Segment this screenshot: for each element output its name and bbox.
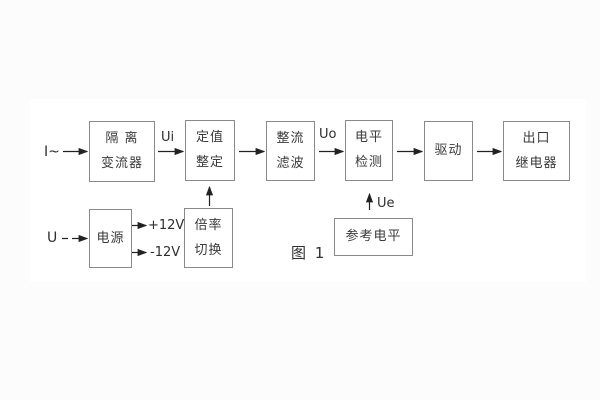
block-power-label: 电源 <box>96 230 125 246</box>
block-isolation-line1: 隔 离 <box>105 131 139 146</box>
block-output-relay: 出口 继电器 <box>503 121 570 181</box>
block-ratio-switch: 倍率 切换 <box>184 208 233 268</box>
block-level-line1: 电平 <box>354 130 383 145</box>
block-setting-adjust: 定值 整定 <box>185 120 235 181</box>
label-input-voltage: U <box>47 230 58 246</box>
label-plus12v: +12V <box>148 218 185 233</box>
block-rectify-line2: 滤波 <box>276 155 305 171</box>
block-reference-level: 参考电平 <box>334 218 413 256</box>
block-setting-line1: 定值 <box>195 130 224 145</box>
block-ratio-line2: 切换 <box>194 242 223 258</box>
block-drive-label: 驱动 <box>434 143 463 158</box>
block-setting-line2: 整定 <box>195 155 224 170</box>
block-level-line2: 检测 <box>354 155 383 170</box>
block-rectify-filter: 整流 滤波 <box>266 121 315 181</box>
block-rectify-line1: 整流 <box>276 130 305 146</box>
label-ui: Ui <box>161 130 175 145</box>
block-ratio-line1: 倍率 <box>194 217 223 233</box>
figure-caption: 图 1 <box>291 244 327 262</box>
block-drive: 驱动 <box>424 121 473 181</box>
block-reference-label: 参考电平 <box>345 229 402 244</box>
block-relay-line2: 继电器 <box>515 155 558 171</box>
block-isolation-line2: 变流器 <box>100 156 143 171</box>
block-power-supply: 电源 <box>89 209 132 268</box>
label-uo: Uo <box>319 127 337 142</box>
block-relay-line1: 出口 <box>522 130 551 146</box>
block-level-detect: 电平 检测 <box>345 120 393 181</box>
label-ue: Ue <box>377 196 395 211</box>
block-isolation-transformer: 隔 离 变流器 <box>89 121 155 182</box>
label-minus12v: -12V <box>150 245 181 260</box>
label-input-current: I~ <box>44 144 60 160</box>
